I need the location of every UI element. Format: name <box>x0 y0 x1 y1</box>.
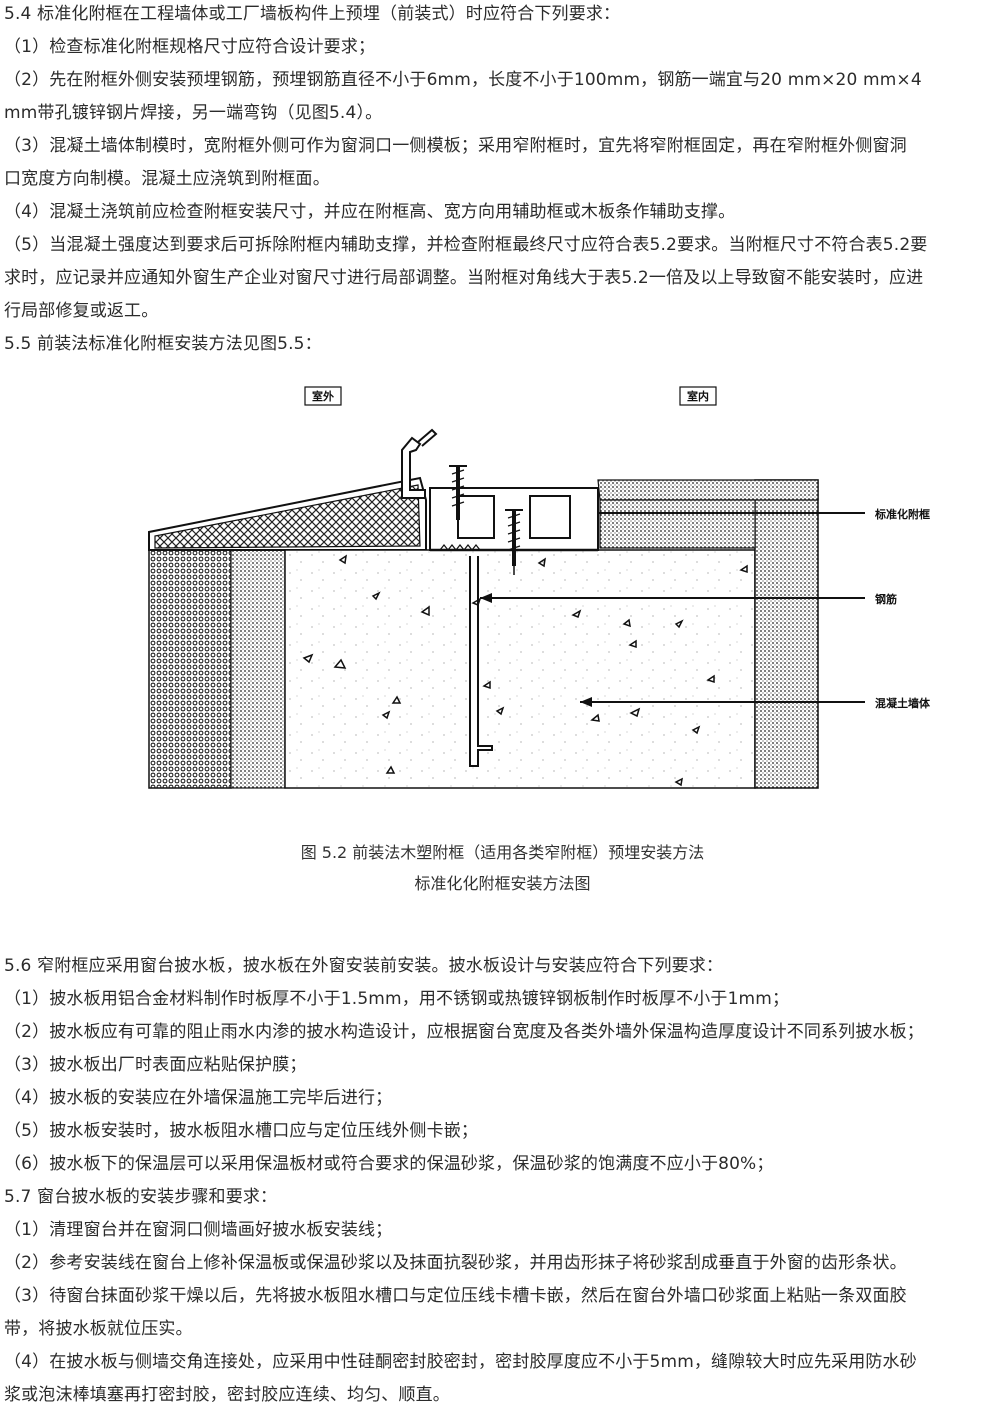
item-5-7-4: （4）在披水板与侧墙交角连接处，应采用中性硅酮密封胶密封，密封胶厚度应不小于5m… <box>4 1352 917 1372</box>
svg-text:室内: 室内 <box>687 389 709 403</box>
figure-caption-sub: 标准化化附框安装方法图 <box>414 874 591 893</box>
item-5-6-5: （5）披水板安装时，披水板阻水槽口应与定位压线外侧卡嵌； <box>4 1121 479 1141</box>
item-5-6-1: （1）披水板用铝合金材料制作时板厚不小于1.5mm，用不锈钢或热镀锌钢板制作时板… <box>4 989 790 1009</box>
callout-subframe: 标准化附框 <box>874 507 930 521</box>
label-indoor: 室内 <box>679 386 717 406</box>
item-5-4-3-cont: 口宽度方向制模。混凝土应浇筑到附框面。 <box>4 169 330 189</box>
item-5-4-5-cont2: 行局部修复或返工。 <box>4 301 159 321</box>
frame-mortar <box>599 499 756 549</box>
callout-rebar: 钢筋 <box>875 592 897 606</box>
callout-leaders <box>480 512 865 707</box>
item-5-6-3: （3）披水板出厂时表面应粘贴保护膜； <box>4 1055 307 1075</box>
sill-block <box>154 484 421 549</box>
item-5-4-4: （4）混凝土浇筑前应检查附框安装尺寸，并应在附框高、宽方向用辅助框或木板条作辅助… <box>4 202 736 222</box>
insulation-board <box>148 549 232 789</box>
item-5-4-1: （1）检查标准化附框规格尺寸应符合设计要求； <box>4 37 376 57</box>
item-5-6-4: （4）披水板的安装应在外墙保温施工完毕后进行； <box>4 1088 393 1108</box>
embedded-rebar <box>469 556 493 767</box>
item-5-7-1: （1）清理窗台并在窗洞口侧墙画好披水板安装线； <box>4 1220 393 1240</box>
figure-caption: 图 5.2 前装法木塑附框（适用各类窄附框）预埋安装方法 <box>300 843 705 862</box>
item-5-7-3-cont: 带，将披水板就位压实。 <box>4 1319 193 1339</box>
installation-section-figure: 室外 室内 <box>148 386 931 789</box>
item-5-4-5-cont: 求时，应记录并应通知外窗生产企业对窗尺寸进行局部调整。当附框对角线大于表5.2一… <box>4 268 924 288</box>
indoor-plaster <box>754 479 819 789</box>
para-5-4: 5.4 标准化附框在工程墙体或工厂墙板构件上预埋（前装式）时应符合下列要求： <box>4 4 621 24</box>
top-plaster <box>597 479 819 501</box>
svg-text:室外: 室外 <box>312 389 334 403</box>
item-5-7-3: （3）待窗台抹面砂浆干燥以后，先将披水板阻水槽口与定位压线卡槽卡嵌，然后在窗台外… <box>4 1286 907 1306</box>
mortar-layer <box>230 549 286 789</box>
item-5-4-2: （2）先在附框外侧安装预埋钢筋，预埋钢筋直径不小于6mm，长度不小于100mm，… <box>4 70 922 90</box>
concrete-wall <box>284 549 756 789</box>
item-5-4-2-cont: mm带孔镀锌钢片焊接，另一端弯钩（见图5.4）。 <box>4 103 383 123</box>
para-5-7: 5.7 窗台披水板的安装步骤和要求： <box>4 1187 278 1207</box>
label-outdoor: 室外 <box>304 386 342 406</box>
callout-concrete: 混凝土墙体 <box>875 696 931 710</box>
para-5-5: 5.5 前装法标准化附框安装方法见图5.5： <box>4 334 322 354</box>
item-5-6-2: （2）披水板应有可靠的阻止雨水内渗的披水构造设计，应根据窗台宽度及各类外墙外保温… <box>4 1022 924 1042</box>
standard-subframe <box>401 428 599 575</box>
item-5-7-4-cont: 浆或泡沫棒填塞再打密封胶，密封胶应连续、均匀、顺直。 <box>4 1385 450 1405</box>
item-5-4-5: （5）当混凝土强度达到要求后可拆除附框内辅助支撑，并检查附框最终尺寸应符合表5.… <box>4 235 928 255</box>
para-5-6: 5.6 窄附框应采用窗台披水板，披水板在外窗安装前安装。披水板设计与安装应符合下… <box>4 956 724 976</box>
item-5-4-3: （3）混凝土墙体制模时，宽附框外侧可作为窗洞口一侧模板；采用窄附框时，宜先将窄附… <box>4 136 907 156</box>
aggregate-marks <box>302 554 748 787</box>
item-5-7-2: （2）参考安装线在窗台上修补保温板或保温砂浆以及抹面抗裂砂浆，并用齿形抹子将砂浆… <box>4 1253 907 1273</box>
item-5-6-6: （6）披水板下的保温层可以采用保温板材或符合要求的保温砂浆，保温砂浆的饱满度不应… <box>4 1154 774 1174</box>
